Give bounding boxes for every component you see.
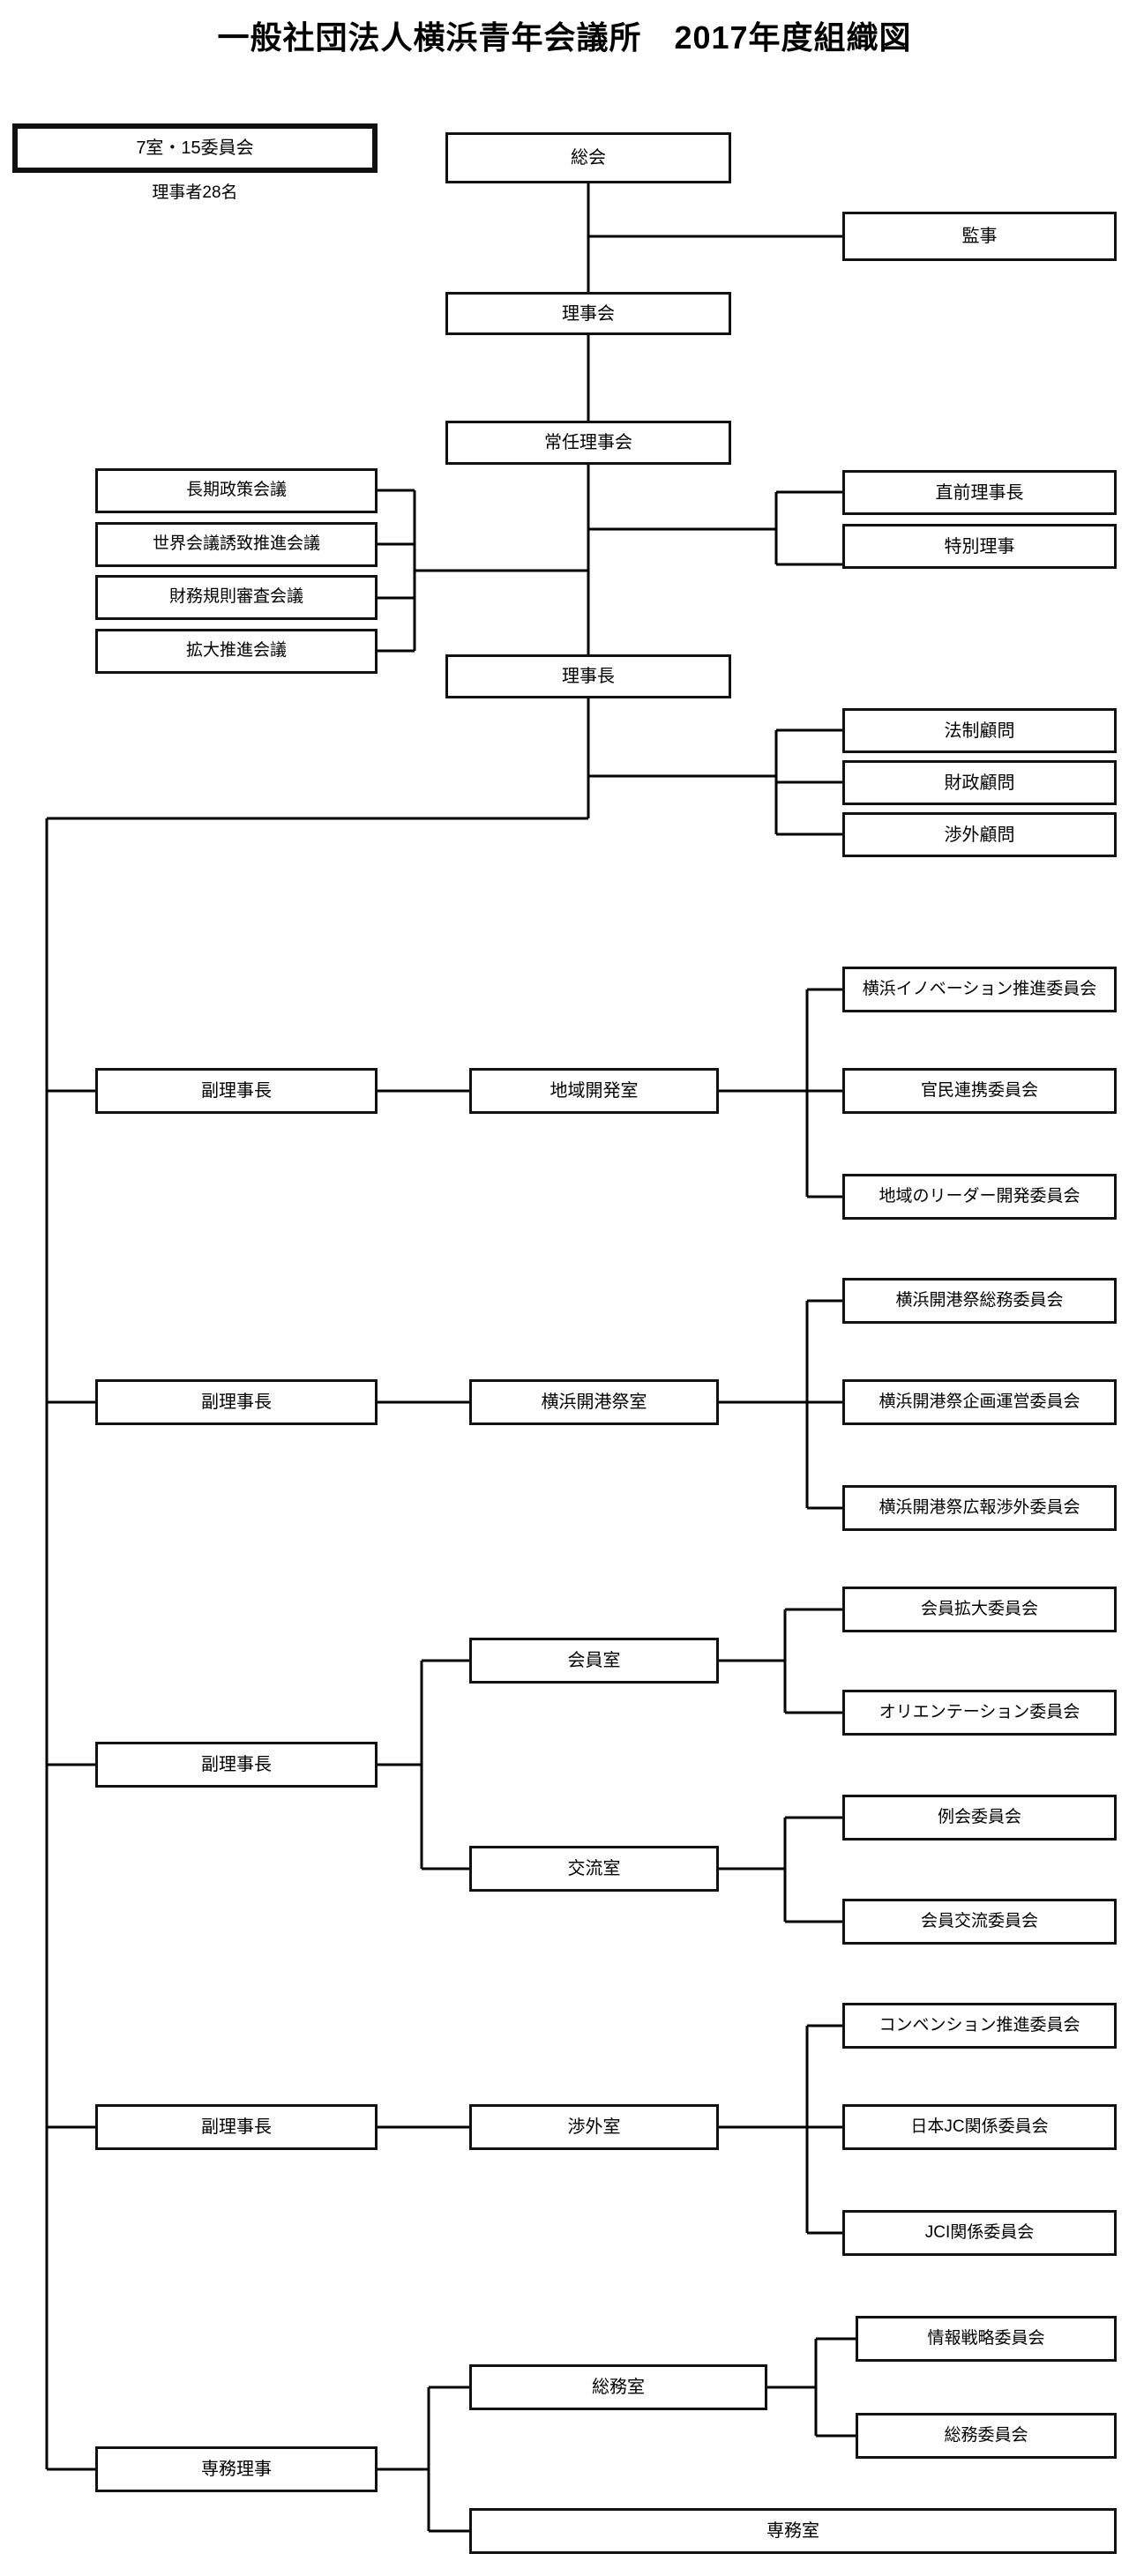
- node-committee-general-affairs: 総務委員会: [856, 2413, 1117, 2459]
- node-vice-chairman-3: 副理事長: [95, 1742, 378, 1788]
- node-committee-kaikousai-general-affairs: 横浜開港祭総務委員会: [842, 1278, 1117, 1324]
- node-committee-kaikousai-pr: 横浜開港祭広報渉外委員会: [842, 1485, 1117, 1531]
- node-auditor: 監事: [842, 212, 1117, 261]
- node-committee-regional-leader: 地域のリーダー開発委員会: [842, 1174, 1117, 1220]
- node-special-director: 特別理事: [842, 524, 1117, 569]
- node-chairman: 理事長: [445, 654, 731, 698]
- node-committee-public-private: 官民連携委員会: [842, 1068, 1117, 1114]
- node-room-executive: 専務室: [469, 2508, 1117, 2554]
- node-immediate-past-chairman: 直前理事長: [842, 470, 1117, 515]
- node-vice-chairman-1: 副理事長: [95, 1068, 378, 1114]
- node-standing-board: 常任理事会: [445, 421, 731, 465]
- node-room-general-affairs: 総務室: [469, 2364, 767, 2410]
- node-committee-member-expansion: 会員拡大委員会: [842, 1587, 1117, 1632]
- node-advisor-external: 渉外顧問: [842, 812, 1117, 857]
- page-title: 一般社団法人横浜青年会議所 2017年度組織図: [217, 19, 912, 56]
- node-committee-yokohama-innovation: 横浜イノベーション推進委員会: [842, 967, 1117, 1012]
- node-room-kaikousai: 横浜開港祭室: [469, 1379, 719, 1425]
- node-advisor-finance: 財政顧問: [842, 760, 1117, 805]
- node-general-meeting: 総会: [445, 132, 731, 183]
- node-committee-member-exchange: 会員交流委員会: [842, 1899, 1117, 1945]
- node-council-2: 財務規則審査会議: [95, 575, 378, 620]
- node-council-3: 拡大推進会議: [95, 629, 378, 674]
- node-committee-japan-jc: 日本JC関係委員会: [842, 2104, 1117, 2150]
- node-room-regional-development: 地域開発室: [469, 1068, 719, 1114]
- node-vice-chairman-4: 副理事長: [95, 2104, 378, 2150]
- node-executive-director: 専務理事: [95, 2446, 378, 2492]
- node-room-external-affairs: 渉外室: [469, 2104, 719, 2150]
- node-committee-jci: JCI関係委員会: [842, 2210, 1117, 2256]
- node-room-members: 会員室: [469, 1638, 719, 1684]
- summary-officers-count: 理事者28名: [152, 183, 238, 202]
- node-vice-chairman-2: 副理事長: [95, 1379, 378, 1425]
- summary-box-rooms-committees: 7室・15委員会: [12, 123, 378, 173]
- node-advisor-legal: 法制顧問: [842, 708, 1117, 753]
- node-committee-regular-meeting: 例会委員会: [842, 1795, 1117, 1841]
- node-room-exchange: 交流室: [469, 1846, 719, 1892]
- node-council-1: 世界会議誘致推進会議: [95, 522, 378, 567]
- node-committee-information-strategy: 情報戦略委員会: [856, 2316, 1117, 2362]
- node-council-0: 長期政策会議: [95, 468, 378, 513]
- node-board-of-directors: 理事会: [445, 292, 731, 335]
- node-committee-kaikousai-planning: 横浜開港祭企画運営委員会: [842, 1379, 1117, 1425]
- node-committee-orientation: オリエンテーション委員会: [842, 1690, 1117, 1736]
- node-committee-convention: コンベンション推進委員会: [842, 2003, 1117, 2049]
